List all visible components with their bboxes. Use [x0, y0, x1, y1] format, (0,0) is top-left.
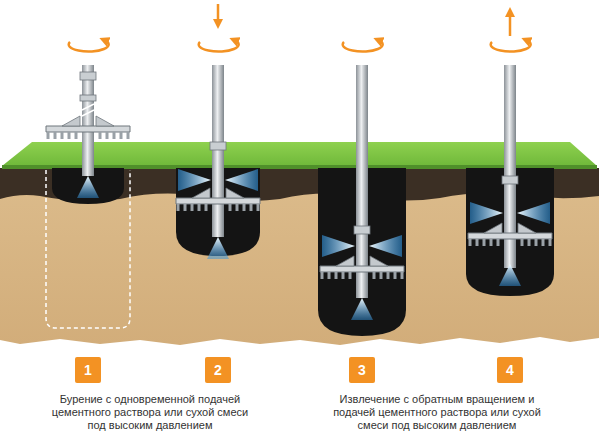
rod-coupling: [80, 95, 96, 101]
drill-rod: [82, 65, 94, 176]
rod-coupling: [502, 176, 518, 184]
step-number-box: 4: [497, 357, 523, 383]
jet-down: [351, 298, 373, 320]
down-arrow: [217, 4, 220, 24]
jet-down: [207, 237, 229, 259]
step-number: 4: [506, 363, 514, 377]
step-number-box: 2: [205, 357, 231, 383]
step-caption: Извлечение с обратным вращением и подаче…: [320, 393, 554, 432]
rod-coupling: [80, 72, 96, 80]
jet-down: [499, 264, 521, 286]
step-number: 2: [214, 363, 222, 377]
jet-down: [77, 176, 99, 198]
rod-coupling: [210, 142, 226, 150]
rotation-arrow: [69, 40, 109, 52]
rotation-arrow: [199, 40, 239, 52]
up-arrow: [509, 12, 512, 36]
drill-rod: [212, 65, 224, 237]
rotation-arrow: [491, 40, 531, 52]
drill-rod: [356, 65, 368, 298]
jet-sides: [470, 202, 550, 224]
drill-rake: [320, 256, 404, 279]
step-number: 3: [358, 363, 366, 377]
step-number-box: 3: [349, 357, 375, 383]
step-number-box: 1: [75, 357, 101, 383]
rod-coupling: [354, 226, 370, 234]
drill-rake: [468, 223, 552, 246]
jet-sides: [178, 169, 258, 191]
drill-rake: [46, 116, 130, 139]
drill-rake: [176, 188, 260, 211]
step-caption: Бурение с одновременной подачей цементно…: [50, 393, 250, 432]
step-number: 1: [84, 363, 92, 377]
rod-spiral: [82, 104, 94, 116]
rotation-arrow: [343, 40, 383, 52]
jet-sides: [322, 235, 402, 257]
